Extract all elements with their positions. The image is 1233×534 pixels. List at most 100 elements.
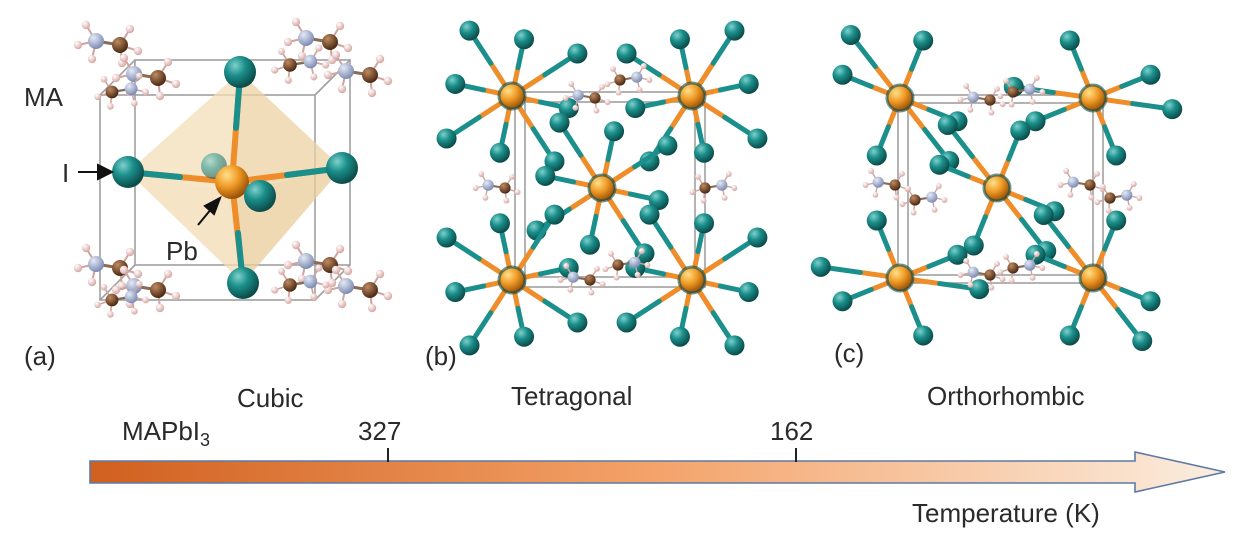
hydrogen-atom	[1094, 199, 1101, 206]
hydrogen-atom	[1088, 194, 1095, 201]
hydrogen-atom	[383, 76, 393, 86]
hydrogen-atom	[1067, 191, 1074, 198]
hydrogen-atom	[997, 269, 1004, 276]
hydrogen-atom	[1039, 265, 1046, 271]
iodine-atom	[866, 210, 887, 231]
hydrogen-atom	[142, 296, 149, 304]
carbon-atom	[589, 92, 601, 104]
iodine-atom	[549, 112, 570, 133]
hydrogen-atom	[963, 258, 970, 264]
hydrogen-atom	[731, 185, 738, 191]
carbon-atom	[362, 67, 378, 83]
lead-atom	[215, 165, 249, 199]
hydrogen-atom	[957, 97, 964, 103]
hydrogen-atom	[646, 77, 653, 83]
lead-atom-rim	[497, 265, 527, 295]
carbon-atom	[150, 70, 166, 86]
iodine-atom	[544, 151, 565, 172]
hydrogen-atom	[291, 17, 301, 27]
hydrogen-atom	[588, 289, 595, 296]
hydrogen-atom	[331, 265, 341, 275]
iodine-atom	[937, 114, 958, 135]
hydrogen-atom	[893, 194, 900, 201]
hydrogen-atom	[1033, 251, 1040, 257]
hydrogen-atom	[284, 76, 292, 84]
hydrogen-atom	[277, 47, 286, 55]
hydrogen-atom	[271, 66, 279, 74]
hydrogen-atom	[599, 83, 605, 90]
hydrogen-atom	[133, 46, 143, 56]
iodine-atom	[489, 213, 510, 234]
iodine-atom	[669, 326, 690, 347]
nitrogen-atom	[1121, 189, 1133, 201]
carbon-atom	[362, 282, 378, 298]
carbon-atom	[150, 282, 166, 298]
iodine-atom	[514, 326, 535, 347]
hydrogen-atom	[81, 243, 91, 253]
hydrogen-atom	[899, 170, 905, 177]
iodine-atom	[445, 282, 466, 303]
carbon-atom	[1007, 262, 1019, 274]
lead-atom-rim	[885, 83, 915, 113]
iodine-atom	[1059, 30, 1080, 51]
iodine-atom	[947, 244, 968, 265]
nitrogen-atom	[872, 176, 884, 188]
nitrogen-atom	[298, 30, 314, 46]
lead-atom-rim	[982, 173, 1012, 203]
lead-atom	[679, 267, 705, 293]
nitrogen-atom	[967, 91, 979, 103]
hydrogen-atom	[594, 265, 600, 272]
iodine-atom	[1025, 111, 1046, 132]
hydrogen-atom	[375, 54, 385, 64]
hydrogen-atom	[283, 37, 293, 47]
hydrogen-atom	[171, 291, 181, 301]
iodine-atom	[244, 180, 276, 212]
carbon-atom	[283, 278, 297, 292]
hydrogen-atom	[572, 104, 579, 111]
carbon-atom	[283, 58, 297, 72]
iodine-atom	[810, 256, 831, 277]
hydrogen-atom	[322, 61, 330, 69]
hydrogen-atom	[567, 286, 574, 293]
iodine-atom	[1010, 120, 1031, 141]
hydrogen-atom	[125, 247, 135, 257]
hydrogen-atom	[1029, 274, 1036, 281]
carbon-atom	[984, 269, 996, 281]
hydrogen-atom	[131, 99, 138, 107]
iodine-atom	[579, 234, 600, 255]
ma-label: MA	[24, 82, 63, 112]
hydrogen-atom	[94, 93, 101, 101]
cubic-structure	[73, 17, 393, 318]
iodine-atom	[648, 190, 669, 211]
phase-tetragonal: Tetragonal	[511, 381, 633, 411]
hydrogen-atom	[367, 303, 377, 313]
hydrogen-atom	[111, 285, 121, 295]
hydrogen-atom	[862, 182, 869, 188]
iodine-atom	[616, 43, 637, 64]
hydrogen-atom	[899, 201, 906, 208]
nitrogen-atom	[303, 274, 318, 289]
hydrogen-atom	[695, 173, 701, 180]
iodine-atom	[747, 227, 768, 248]
tetragonal-structure	[436, 20, 768, 356]
hydrogen-atom	[941, 197, 948, 203]
nitrogen-atom	[124, 82, 138, 96]
hydrogen-atom	[503, 197, 510, 204]
hydrogen-atom	[1008, 277, 1015, 284]
hydrogen-atom	[142, 88, 149, 96]
compound-label: MAPbI3	[122, 418, 210, 449]
hydrogen-atom	[323, 70, 333, 80]
iodine-atom	[738, 282, 759, 303]
hydrogen-atom	[331, 50, 341, 60]
hydrogen-atom	[963, 83, 970, 89]
nitrogen-atom	[88, 256, 104, 272]
carbon-atom	[699, 182, 711, 194]
tick-label-162: 162	[770, 416, 814, 446]
hydrogen-atom	[514, 189, 521, 196]
carbon-atom	[984, 94, 996, 106]
nitrogen-atom	[567, 271, 579, 283]
hydrogen-atom	[994, 260, 1000, 267]
hydrogen-atom	[636, 86, 643, 93]
iodine-atom	[489, 142, 510, 163]
iodine-atom	[832, 64, 853, 85]
